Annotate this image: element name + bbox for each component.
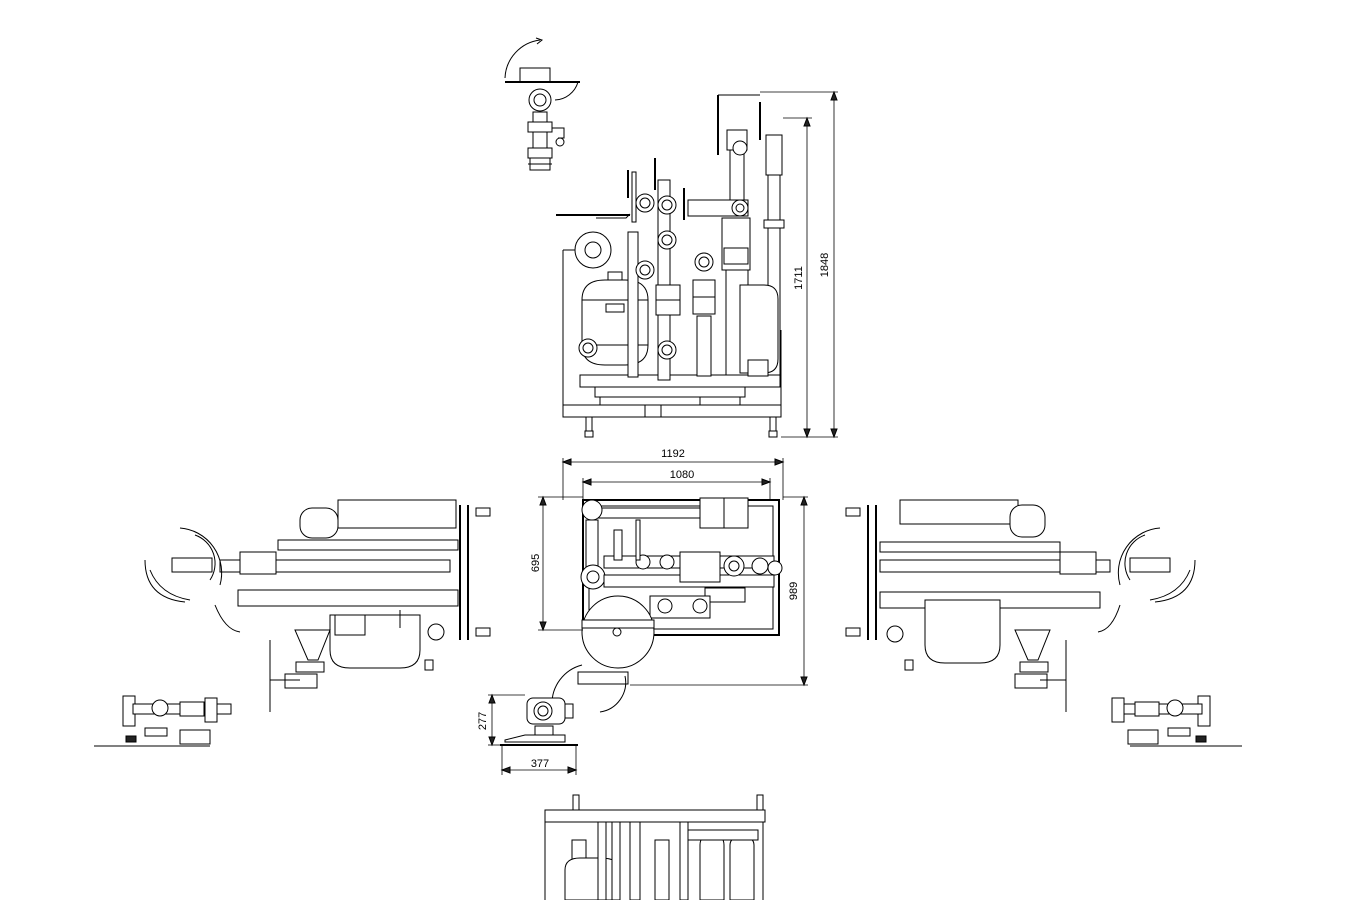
- front-height-dimensions: 1848 1711: [760, 90, 838, 439]
- front-elevation-view: [556, 94, 785, 438]
- dim-height-inner: 1711: [793, 266, 805, 290]
- left-detail-view: [94, 695, 232, 747]
- plan-dimensions: 1192 1080 695 989: [530, 448, 808, 687]
- left-side-view: [144, 499, 491, 712]
- dim-height-outer: 1848: [819, 253, 831, 277]
- right-side-view: [845, 499, 1196, 712]
- right-detail-view: [1111, 695, 1242, 747]
- dim-depth-outer: 989: [788, 582, 800, 600]
- plan-view: [551, 497, 783, 713]
- dim-detail-height: 277: [477, 712, 489, 730]
- dim-depth-inner: 695: [530, 554, 542, 572]
- dim-width-outer: 1192: [661, 448, 685, 460]
- rear-elevation-view: [544, 794, 766, 901]
- top-detail-view: [504, 37, 580, 171]
- dim-width-inner: 1080: [670, 469, 694, 481]
- dim-detail-width: 377: [531, 758, 549, 770]
- pump-detail-view: 277 377: [477, 693, 578, 775]
